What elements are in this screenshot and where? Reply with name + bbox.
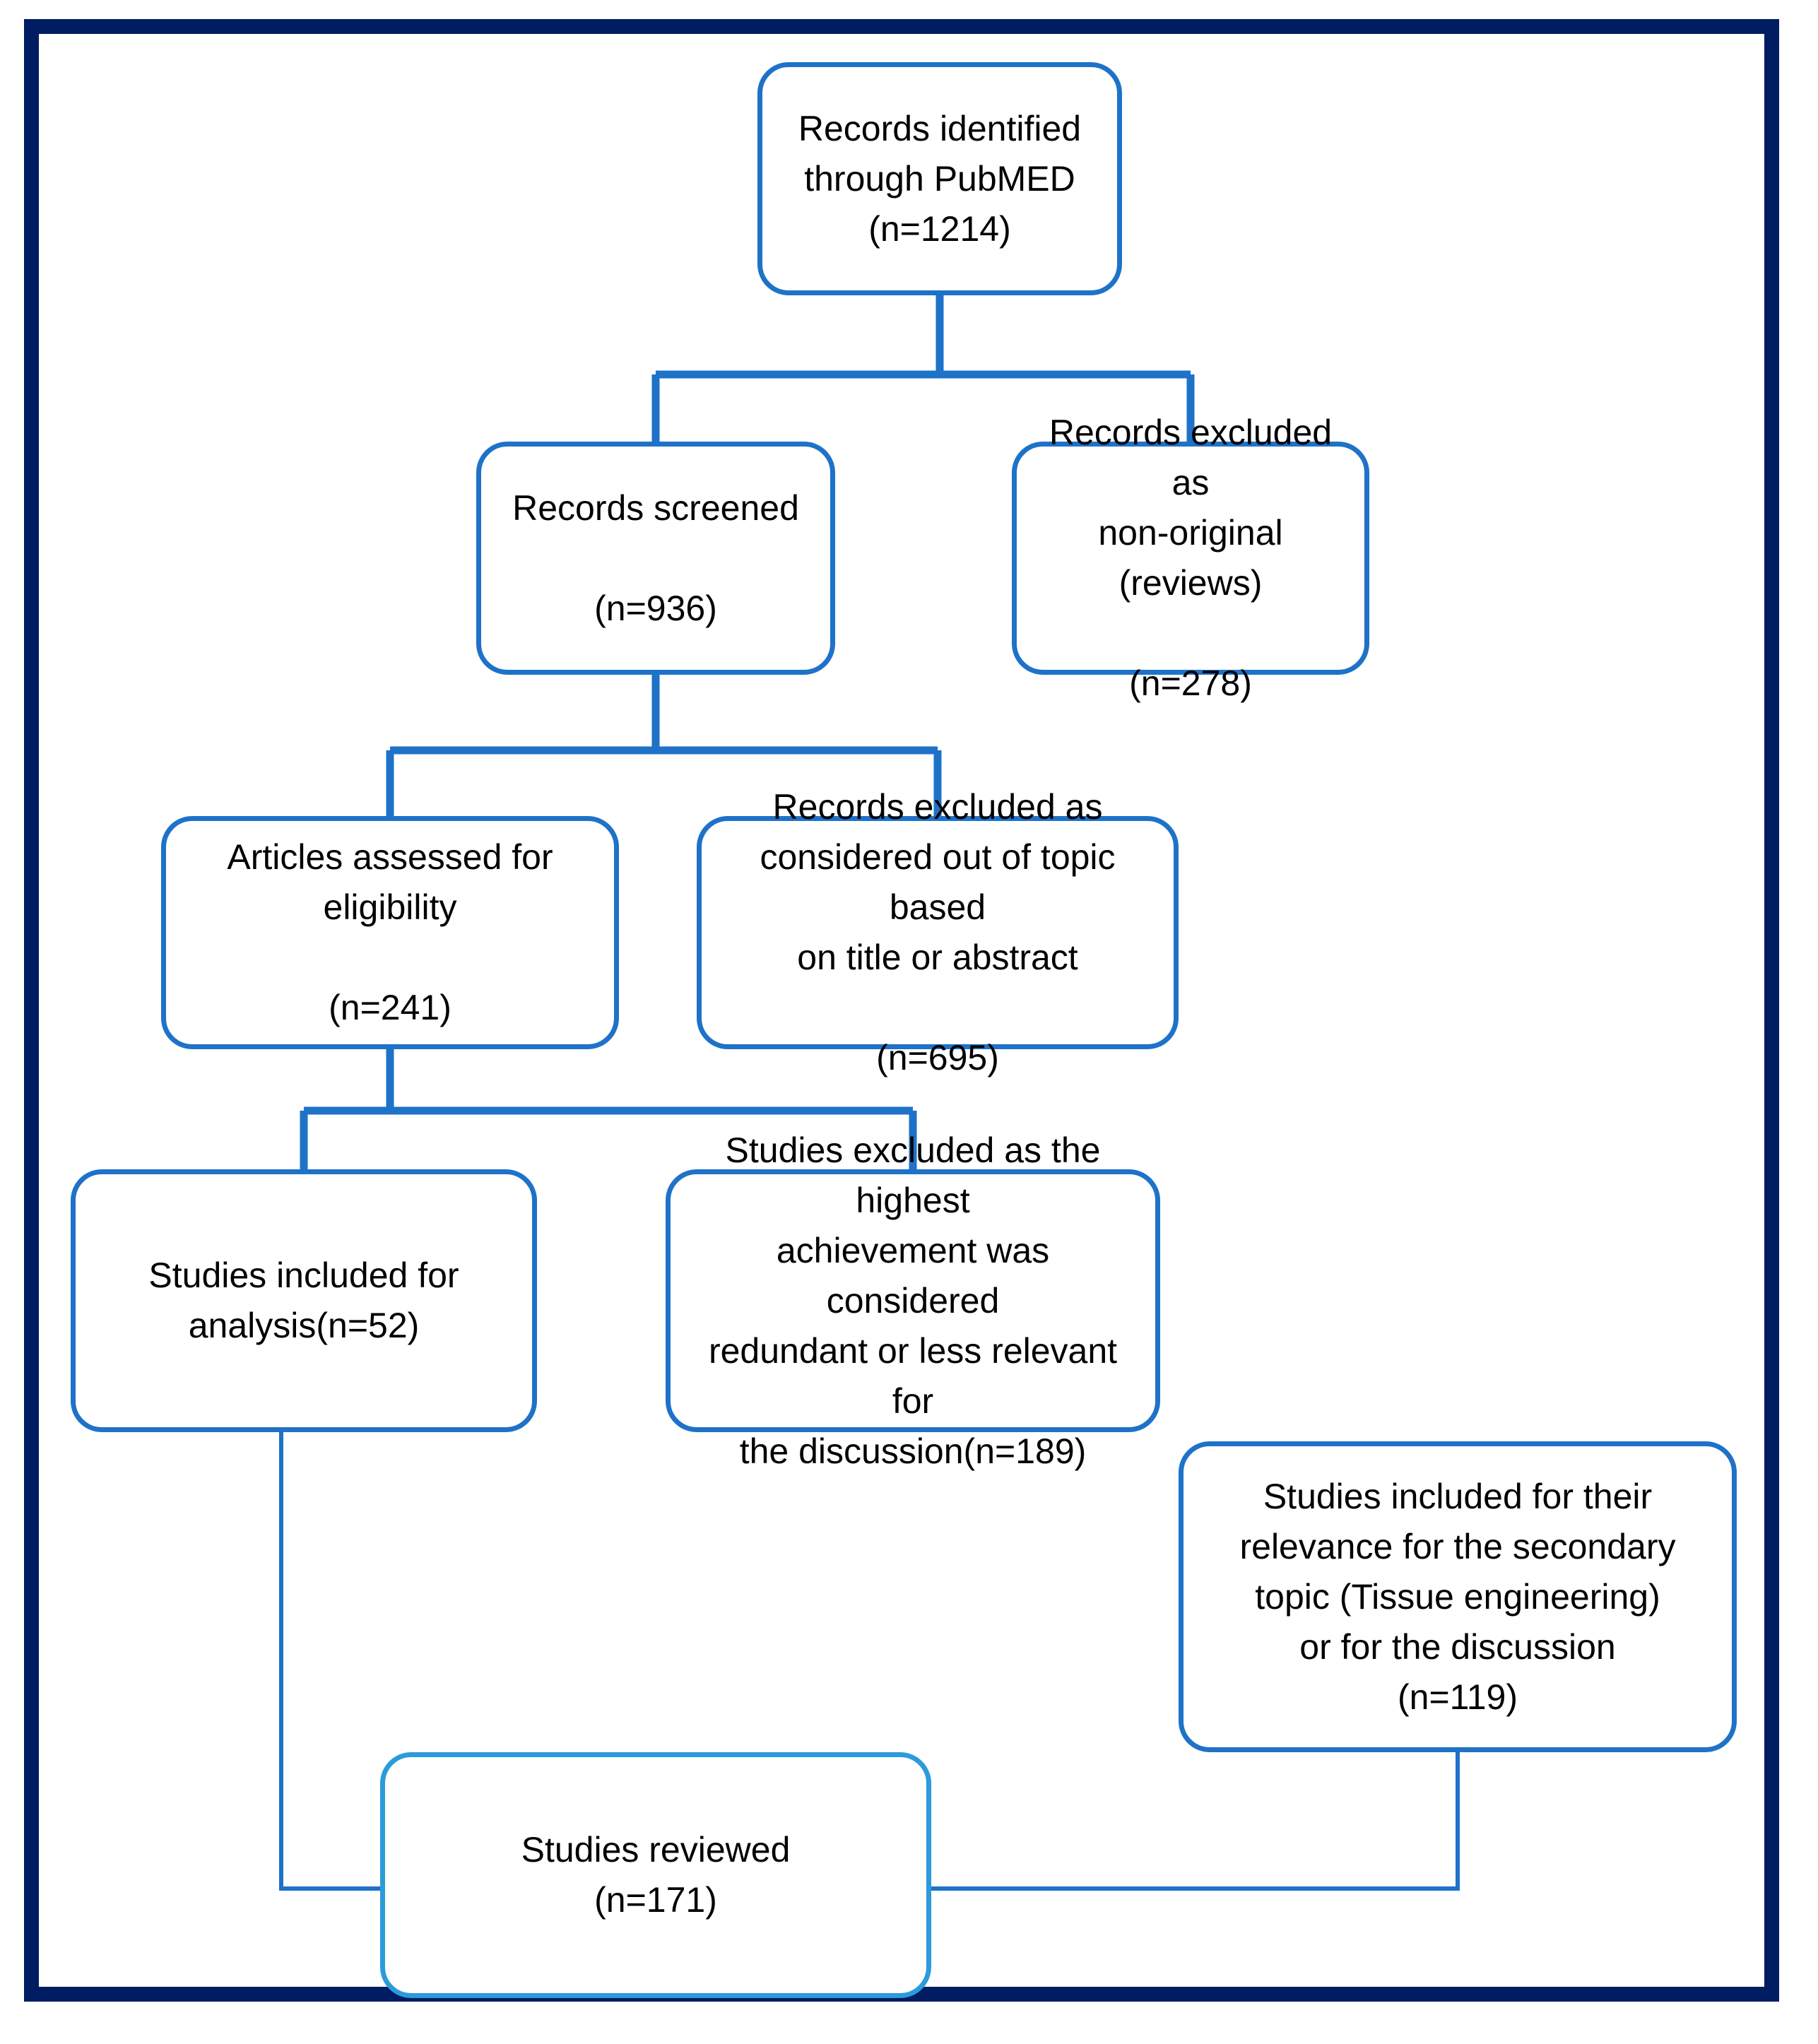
node-studies-excluded-redundant[interactable]: Studies excluded as the highest achievem… [666,1130,1160,1471]
node-records-excluded-out-of-topic-label: Records excluded as considered out of to… [760,787,1116,1077]
edge-secondary-to-reviewed [931,1752,1460,1891]
node-records-screened-label: Records screened (n=936) [512,488,799,628]
node-studies-included-secondary-topic[interactable]: Studies included for their relevance for… [1179,1441,1737,1752]
node-studies-included-analysis[interactable]: Studies included for analysis(n=52) [71,1169,537,1432]
node-records-identified[interactable]: Records identified through PubMED (n=121… [757,62,1122,295]
node-articles-assessed-eligibility-label: Articles assessed for eligibility (n=241… [227,837,553,1027]
node-studies-excluded-redundant-label: Studies excluded as the highest achievem… [708,1130,1118,1471]
node-records-screened[interactable]: Records screened (n=936) [476,442,835,675]
node-studies-reviewed[interactable]: Studies reviewed (n=171) [380,1752,931,1998]
node-studies-included-analysis-label: Studies included for analysis(n=52) [148,1256,459,1345]
node-studies-included-secondary-topic-label: Studies included for their relevance for… [1239,1476,1676,1717]
node-records-excluded-out-of-topic[interactable]: Records excluded as considered out of to… [697,787,1179,1077]
node-records-excluded-non-original[interactable]: Records excluded as non-original (review… [1012,413,1369,703]
edge-analysis-to-reviewed [279,1432,380,1891]
node-articles-assessed-eligibility[interactable]: Articles assessed for eligibility (n=241… [161,816,619,1049]
node-studies-reviewed-label: Studies reviewed (n=171) [521,1830,791,1920]
node-records-identified-label: Records identified through PubMED (n=121… [798,108,1082,249]
node-records-excluded-non-original-label: Records excluded as non-original (review… [1049,413,1333,703]
